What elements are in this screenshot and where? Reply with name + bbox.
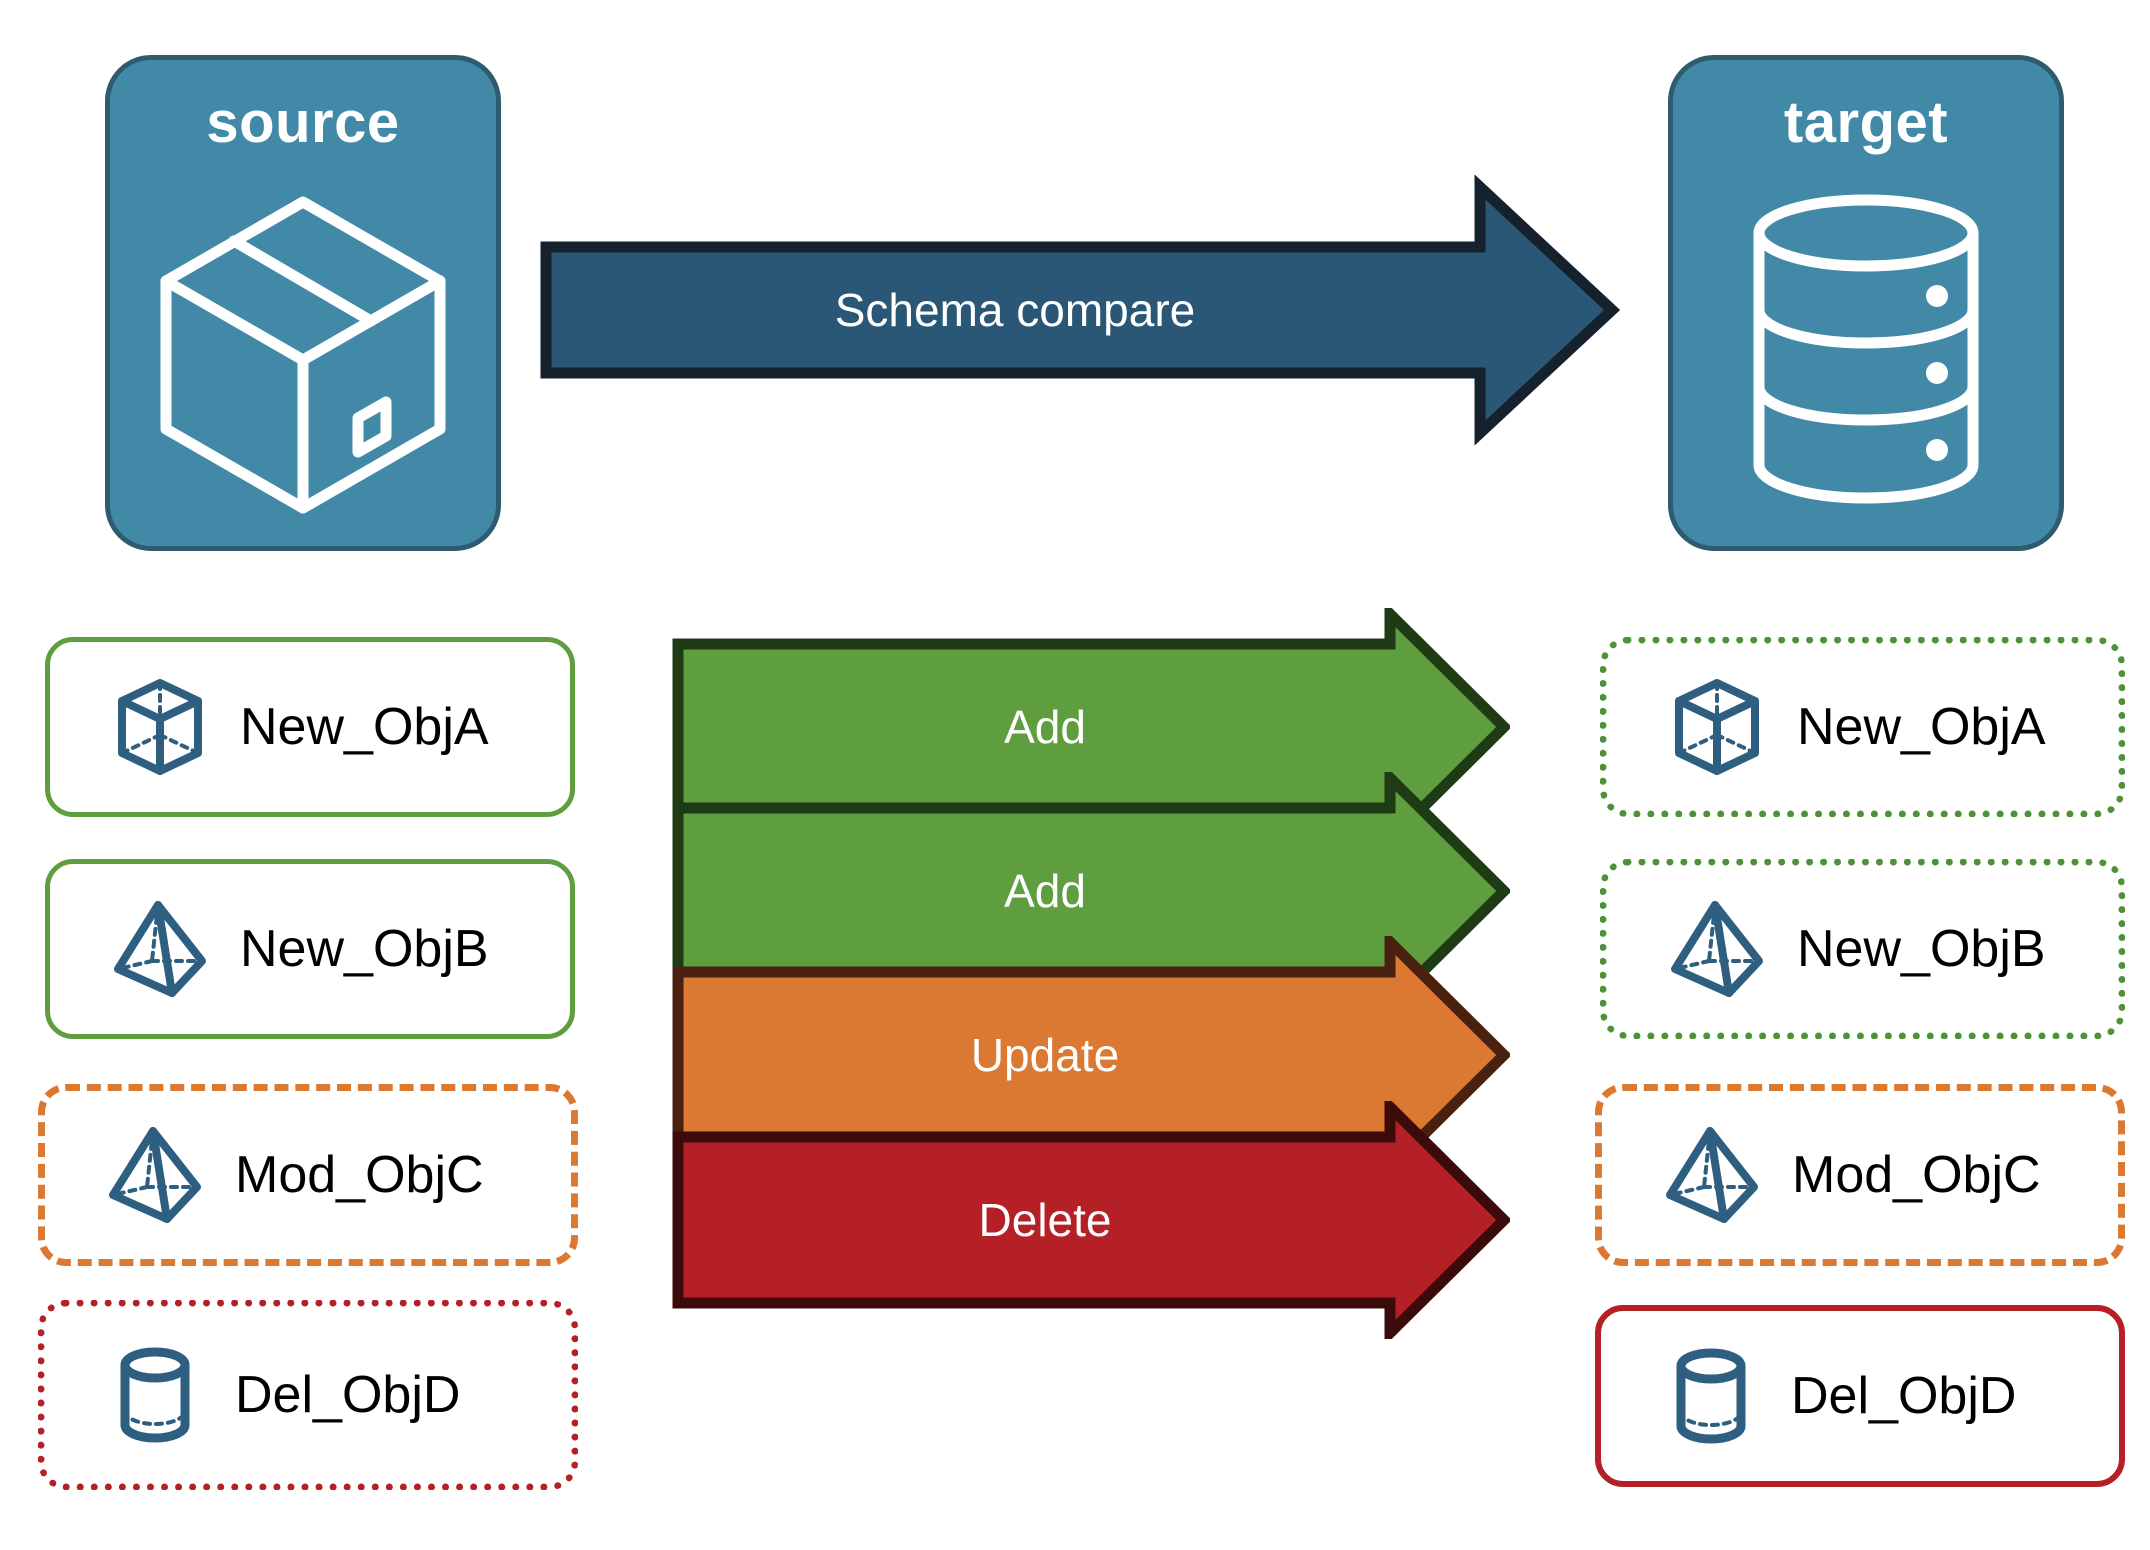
source-object-card-0[interactable]: New_ObjA xyxy=(45,637,575,817)
package-box-icon xyxy=(110,152,496,546)
wireframe-pyramid-icon xyxy=(108,897,212,1001)
target-object-card-2[interactable]: Mod_ObjC xyxy=(1595,1084,2125,1266)
target-object-label-0: New_ObjA xyxy=(1797,698,2046,756)
wireframe-pyramid-icon xyxy=(1665,897,1769,1001)
target-title: target xyxy=(1783,90,1949,155)
database-cylinder-icon xyxy=(1673,152,2059,546)
target-object-label-2: Mod_ObjC xyxy=(1792,1146,2041,1204)
wireframe-cylinder-icon xyxy=(1659,1344,1763,1448)
wireframe-cylinder-icon xyxy=(103,1343,207,1447)
target-endpoint-card[interactable]: target xyxy=(1668,55,2064,551)
source-object-card-3[interactable]: Del_ObjD xyxy=(38,1300,578,1490)
wireframe-cube-icon xyxy=(1665,675,1769,779)
schema-compare-arrow[interactable] xyxy=(540,175,1620,445)
source-object-label-3: Del_ObjD xyxy=(235,1366,461,1424)
target-object-card-1[interactable]: New_ObjB xyxy=(1600,859,2125,1039)
source-object-label-1: New_ObjB xyxy=(240,920,489,978)
target-object-card-0[interactable]: New_ObjA xyxy=(1600,637,2125,817)
action-arrow-delete-3[interactable] xyxy=(672,1101,1510,1339)
source-object-label-0: New_ObjA xyxy=(240,698,489,756)
target-object-card-3[interactable]: Del_ObjD xyxy=(1595,1305,2125,1487)
source-object-card-1[interactable]: New_ObjB xyxy=(45,859,575,1039)
wireframe-cube-icon xyxy=(108,675,212,779)
target-object-label-3: Del_ObjD xyxy=(1791,1367,2017,1425)
source-object-label-2: Mod_ObjC xyxy=(235,1146,484,1204)
wireframe-pyramid-icon xyxy=(103,1123,207,1227)
wireframe-pyramid-icon xyxy=(1660,1123,1764,1227)
target-object-label-1: New_ObjB xyxy=(1797,920,2046,978)
source-title: source xyxy=(206,90,400,155)
source-object-card-2[interactable]: Mod_ObjC xyxy=(38,1084,578,1266)
source-endpoint-card[interactable]: source xyxy=(105,55,501,551)
